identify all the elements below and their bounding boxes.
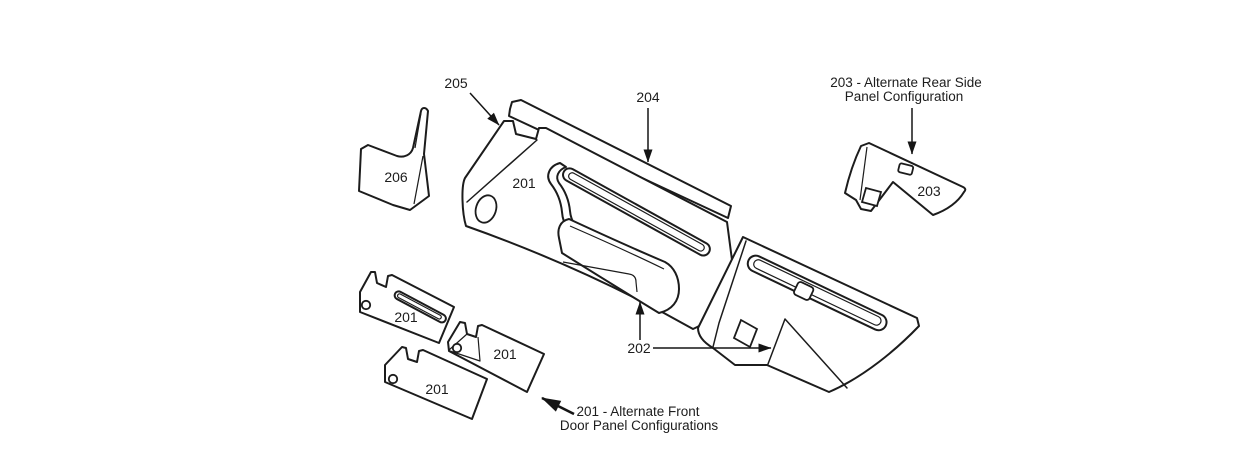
- part-label-204: 204: [636, 89, 660, 105]
- sail-panel-206-outline: [358, 107, 430, 211]
- leader-arrow-201-caption: [541, 396, 575, 416]
- part-label-201-alt-a: 201: [394, 309, 418, 325]
- part-label-203: 203: [917, 183, 941, 199]
- rear-side-panel-202-pocket-lines: [767, 318, 848, 389]
- caption-alt-rear-line1: 203 - Alternate Rear Side: [830, 75, 982, 90]
- armrest-lip-line: [569, 225, 665, 270]
- rear-trim-slot-inner: [753, 259, 882, 326]
- part-label-201-alt-b: 201: [493, 346, 517, 362]
- alt-rear-panel-203-flange: [859, 146, 868, 201]
- sail-panel-206: [358, 107, 430, 211]
- part-label-201-main: 201: [512, 175, 536, 191]
- alt-front-panel-c-hole: [387, 373, 399, 385]
- rear-trim-slot-clip: [793, 281, 815, 301]
- alt-front-panel-b-hole: [451, 342, 463, 354]
- alt-rear-panel-203: [844, 142, 967, 216]
- part-label-206: 206: [384, 169, 408, 185]
- alt-front-panel-c: [384, 346, 488, 420]
- door-handle-hole: [474, 194, 498, 224]
- part-label-205: 205: [444, 75, 468, 91]
- alt-front-panel-c-outline: [384, 346, 488, 420]
- rear-side-panel-202: [697, 236, 920, 393]
- alt-front-panel-a-outline: [359, 271, 455, 344]
- armrest-pocket-opening: [562, 261, 638, 293]
- caption-alt-front-line2: Door Panel Configurations: [560, 418, 719, 433]
- alt-front-panel-b-outline: [447, 321, 545, 393]
- part-label-201-alt-c: 201: [425, 381, 449, 397]
- part-label-202: 202: [627, 340, 651, 356]
- rear-side-panel-202-outline: [697, 236, 920, 393]
- window-slot-outer: [562, 167, 711, 257]
- caption-alt-front-line1: 201 - Alternate Front: [576, 404, 699, 419]
- window-slot-inner: [568, 172, 705, 252]
- alt-front-panel-a: [359, 271, 455, 344]
- caption-alt-rear-line2: Panel Configuration: [845, 89, 964, 104]
- alt-rear-panel-203-square-hole: [860, 186, 883, 208]
- armrest-bin: [557, 218, 680, 314]
- alt-front-panel-a-hole: [360, 299, 372, 311]
- alt-front-panel-a-slot-inner: [396, 293, 442, 320]
- sail-panel-206-fold-line: [414, 112, 422, 149]
- rear-trim-slot-outer: [746, 254, 888, 332]
- rear-side-panel-202-flange: [712, 240, 747, 348]
- belt-moulding-204-outline: [508, 99, 732, 219]
- alt-front-panel-b: [447, 321, 545, 393]
- alt-rear-panel-203-clip-hole: [897, 162, 915, 176]
- rear-side-panel-202-square-hole: [732, 318, 759, 349]
- leader-arrow-205: [469, 92, 500, 126]
- alt-front-panel-a-slot-outer: [393, 290, 447, 324]
- sail-panel-206-edge-line: [413, 155, 424, 205]
- front-door-panel-201-crease: [466, 139, 538, 203]
